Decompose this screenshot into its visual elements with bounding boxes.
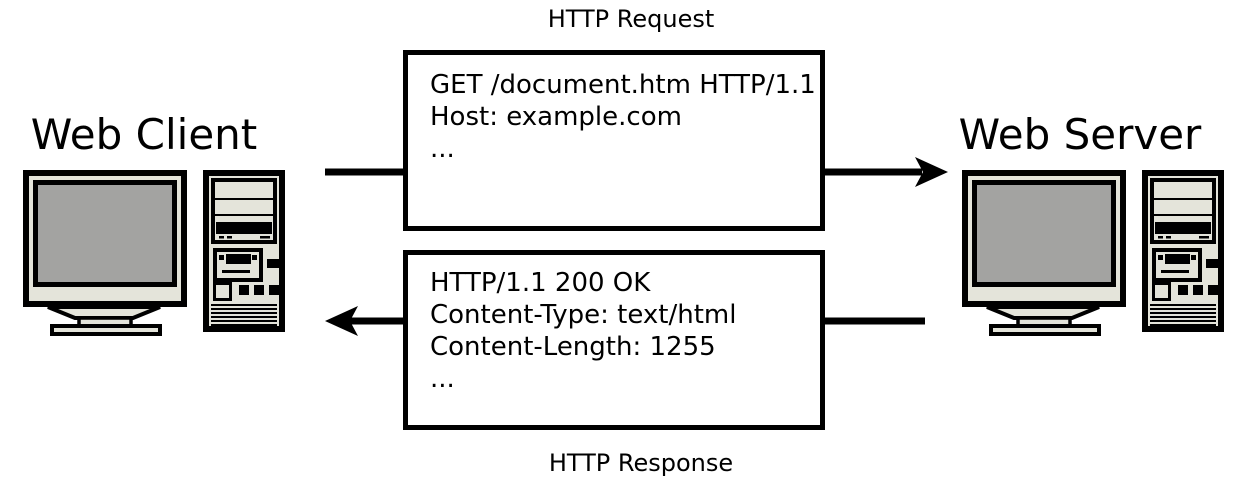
request-line: GET /document.htm HTTP/1.1	[430, 70, 816, 100]
desktop-computer-icon-client	[26, 173, 282, 334]
response-line: Content-Length: 1255	[430, 332, 716, 362]
response-line: ...	[430, 364, 455, 394]
server-label: Web Server	[958, 110, 1202, 159]
response-arrow	[325, 306, 925, 336]
request-title: HTTP Request	[547, 5, 715, 33]
request-arrowhead-icon	[915, 157, 948, 187]
desktop-computer-icon-server	[965, 173, 1221, 334]
response-line: HTTP/1.1 200 OK	[430, 268, 651, 298]
response-title: HTTP Response	[548, 449, 734, 477]
request-arrow	[325, 157, 948, 187]
request-line: Host: example.com	[430, 102, 682, 132]
request-line: ...	[430, 134, 455, 164]
client-label: Web Client	[30, 110, 258, 159]
response-box: HTTP/1.1 200 OK Content-Type: text/html …	[403, 250, 825, 430]
request-box: GET /document.htm HTTP/1.1 Host: example…	[403, 50, 825, 231]
response-arrowhead-icon	[325, 306, 358, 336]
response-line: Content-Type: text/html	[430, 300, 737, 330]
